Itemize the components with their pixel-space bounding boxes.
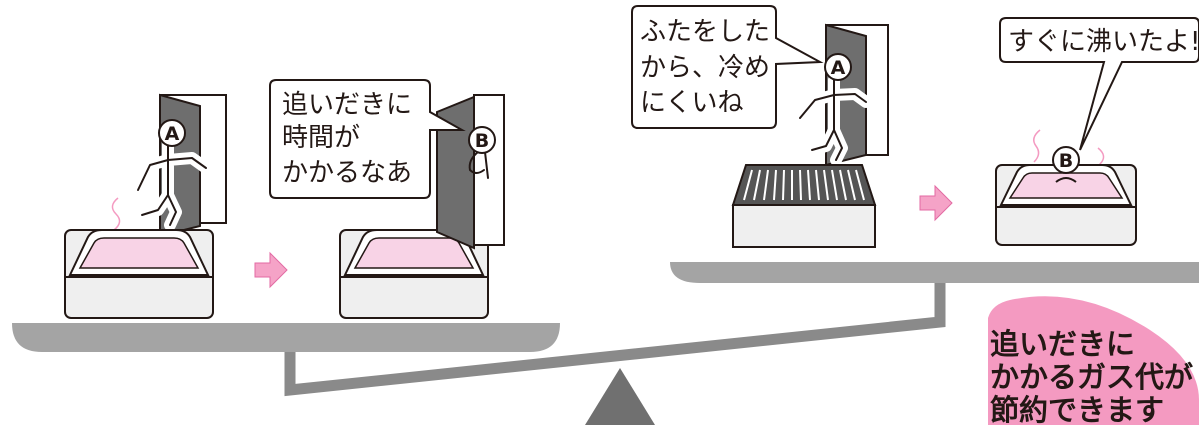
figure-b-label: B (475, 130, 489, 152)
right-bathtub-covered (733, 165, 875, 247)
speech-line: にくいね (640, 88, 743, 118)
figure-a-label: A (165, 123, 180, 145)
right-balance-pan (670, 262, 1199, 283)
figure-b-label: B (1059, 150, 1073, 172)
water (80, 238, 198, 268)
left-balance-pan (12, 323, 560, 352)
left-arrow (255, 253, 287, 287)
speech-line: すぐに沸いたよ! (1008, 27, 1199, 57)
water (355, 238, 473, 268)
speech-line: から、冷め (640, 53, 770, 83)
savings-callout: 追いだきに かかるガス代が 節約できます (988, 296, 1199, 425)
speech-line: 追いだきに (282, 90, 412, 120)
speech-line: ふたをした (640, 17, 770, 47)
speech-line: かかるなあ (282, 158, 412, 188)
speech-line: 時間が (282, 123, 360, 153)
callout-line: 節約できます (990, 393, 1164, 425)
fulcrum-triangle (585, 368, 655, 425)
left-speech-bubble: 追いだきに 時間が かかるなあ (270, 80, 462, 198)
callout-line: 追いだきに (990, 327, 1135, 361)
right-speech-bubble-b: すぐに沸いたよ! (1000, 18, 1199, 150)
right-arrow (920, 186, 952, 220)
left-bathtub-a (65, 230, 213, 318)
water (1010, 173, 1122, 198)
figure-a-label: A (831, 57, 846, 79)
right-speech-bubble-a: ふたをした から、冷め にくいね (632, 6, 820, 128)
callout-line: かかるガス代が (990, 360, 1193, 394)
